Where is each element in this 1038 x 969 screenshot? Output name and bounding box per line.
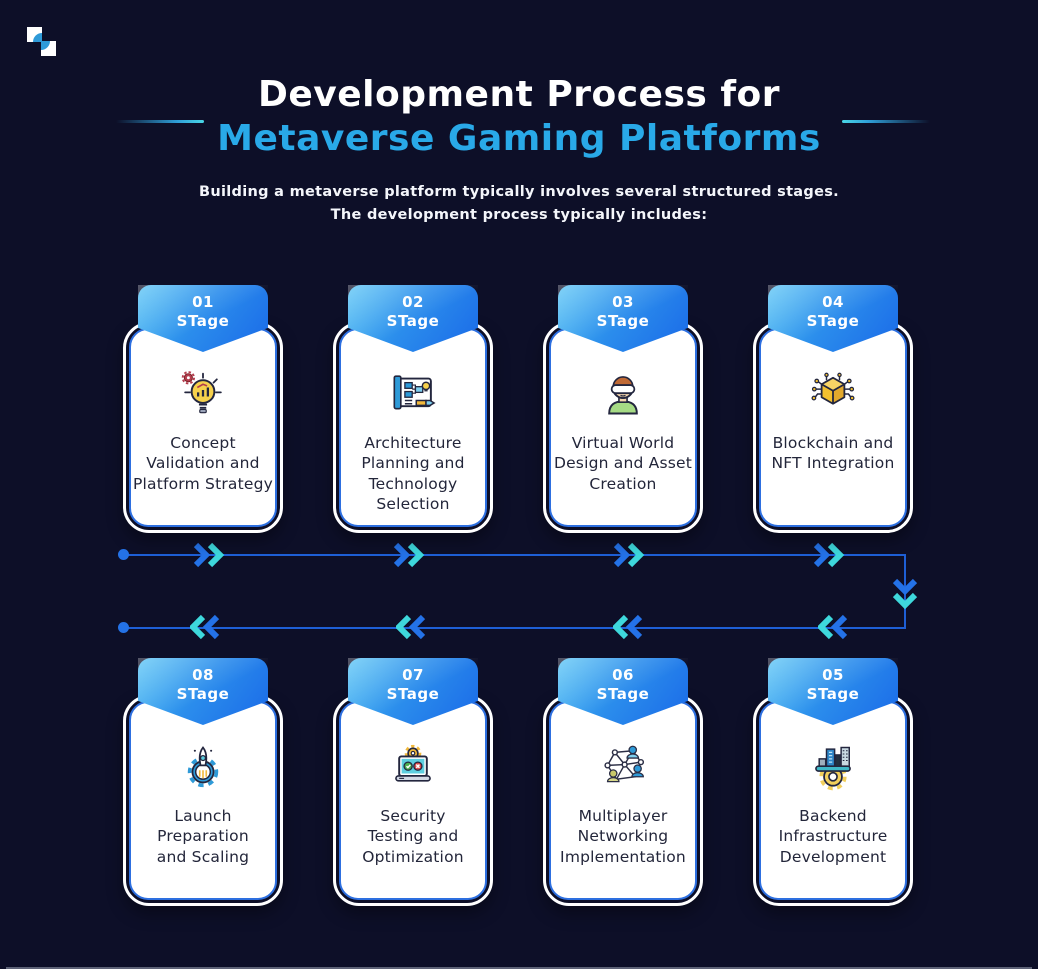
connector-line-top: [124, 554, 906, 556]
stage-badge: 04 STage: [768, 285, 898, 352]
stage-card-03: 03 STage Virtual World Design and Asset …: [543, 285, 703, 537]
chevron-right-icon: [813, 542, 845, 568]
page-title-line2: Metaverse Gaming Platforms: [217, 118, 821, 159]
connector-start-dot: [118, 549, 129, 560]
subtitle-line2: The development process typically includ…: [330, 207, 708, 223]
stage-title: Security Testing and Optimization: [362, 807, 464, 866]
connector-line-bottom: [124, 627, 906, 629]
stage-title: Virtual World Design and Asset Creation: [553, 434, 693, 493]
stage-label: STage: [596, 685, 650, 703]
stage-number: 05: [822, 666, 844, 684]
stage-card-body: Concept Validation and Platform Strategy: [123, 322, 283, 533]
chevron-left-icon: [613, 614, 643, 640]
stage-title: Launch Preparation and Scaling: [156, 807, 250, 866]
stage-label: STage: [176, 312, 230, 330]
stage-card-01: 01 STage: [123, 285, 283, 537]
stage-card-04: 04 STage: [753, 285, 913, 537]
stage-number: 08: [192, 666, 214, 684]
blueprint-flowchart-icon: [387, 368, 439, 420]
stage-card-body: Launch Preparation and Scaling: [123, 695, 283, 906]
laptop-security-icon: [387, 741, 439, 793]
stage-number: 06: [612, 666, 634, 684]
vr-avatar-icon: [597, 368, 649, 420]
stage-number: 03: [612, 293, 634, 311]
stage-label: STage: [806, 685, 860, 703]
stage-label: STage: [386, 685, 440, 703]
stage-card-06: 06 STage: [543, 658, 703, 910]
page-title-line1: Development Process for: [258, 74, 780, 115]
brand-logo-icon: [27, 27, 57, 57]
stage-title: Concept Validation and Platform Strategy: [132, 434, 274, 493]
chevron-down-icon: [892, 578, 918, 610]
stage-card-body: Security Testing and Optimization: [333, 695, 493, 906]
stage-title: Blockchain and NFT Integration: [771, 434, 895, 473]
stage-number: 02: [402, 293, 424, 311]
chevron-left-icon: [190, 614, 220, 640]
network-people-icon: [597, 741, 649, 793]
stage-label: STage: [386, 312, 440, 330]
stage-title: Architecture Planning and Technology Sel…: [361, 434, 465, 514]
stage-card-body: Architecture Planning and Technology Sel…: [333, 322, 493, 533]
blockchain-cube-icon: [807, 368, 859, 420]
stage-label: STage: [596, 312, 650, 330]
stage-card-05: 05 STage: [753, 658, 913, 910]
stage-title: Multiplayer Networking Implementation: [560, 807, 686, 866]
subtitle-line1: Building a metaverse platform typically …: [199, 184, 839, 200]
stage-card-02: 02 STage: [333, 285, 493, 537]
chevron-right-icon: [393, 542, 425, 568]
stage-card-body: Multiplayer Networking Implementation: [543, 695, 703, 906]
title-accent-line-right: [842, 120, 930, 123]
stage-card-08: 08 STage Launch Preparation and Scalin: [123, 658, 283, 910]
chevron-right-icon: [613, 542, 645, 568]
stage-card-body: Backend Infrastructure Development: [753, 695, 913, 906]
stage-label: STage: [176, 685, 230, 703]
stage-card-body: Virtual World Design and Asset Creation: [543, 322, 703, 533]
connector-end-dot: [118, 622, 129, 633]
stage-card-body: Blockchain and NFT Integration: [753, 322, 913, 533]
chevron-left-icon: [818, 614, 848, 640]
chevron-right-icon: [193, 542, 225, 568]
stage-title: Backend Infrastructure Development: [778, 807, 888, 866]
lightbulb-gear-chart-icon: [177, 368, 229, 420]
stage-card-07: 07 STage: [333, 658, 493, 910]
stage-label: STage: [806, 312, 860, 330]
bottom-divider: [6, 967, 1032, 969]
stage-number: 07: [402, 666, 424, 684]
stage-number: 01: [192, 293, 214, 311]
rocket-gear-icon: [177, 741, 229, 793]
title-accent-line-left: [116, 120, 204, 123]
city-gear-icon: [807, 741, 859, 793]
stage-number: 04: [822, 293, 844, 311]
chevron-left-icon: [396, 614, 426, 640]
